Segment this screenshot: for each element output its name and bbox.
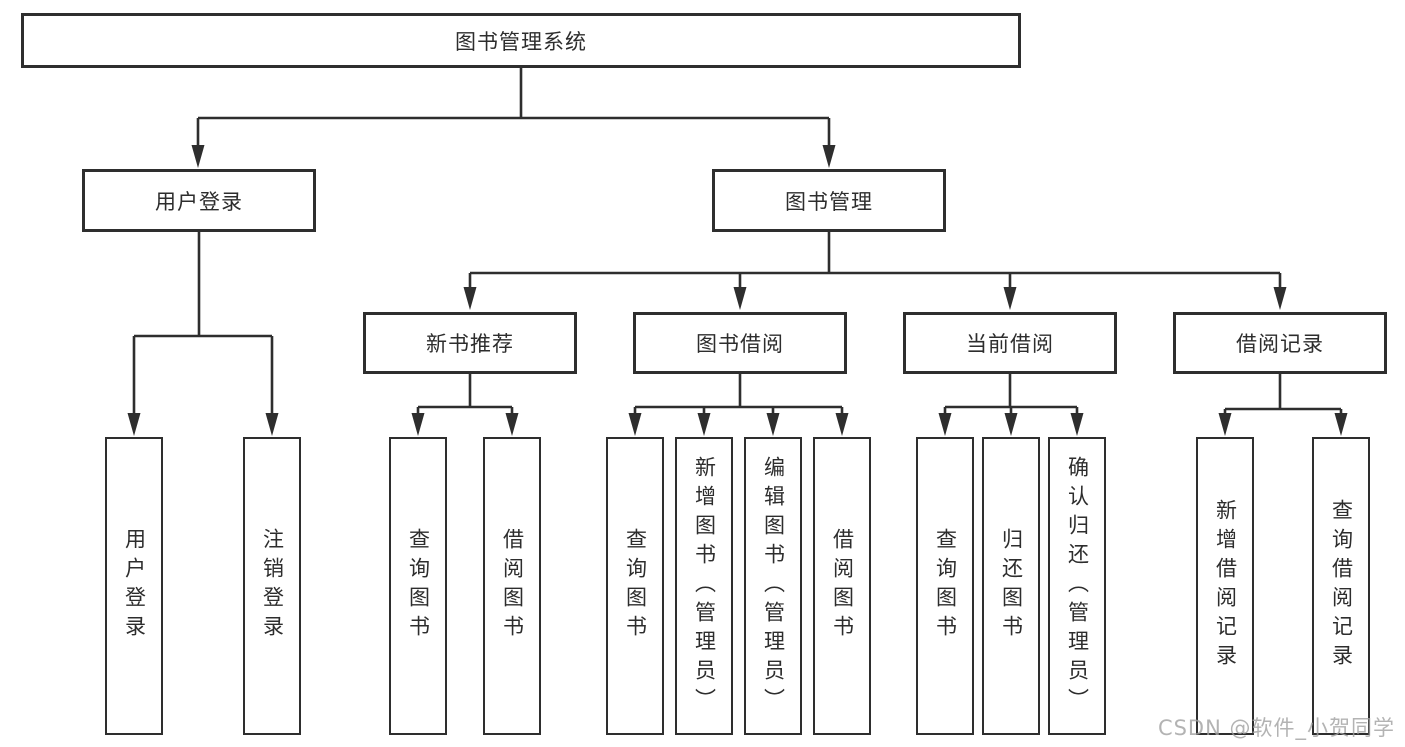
leaf-return-books: 归还图书 bbox=[982, 437, 1040, 735]
leaf-edit-books-admin: 编辑图书（管理员） bbox=[744, 437, 802, 735]
leaf-add-books-admin-label: 新增图书（管理员） bbox=[692, 455, 717, 717]
node-borrow-records-label: 借阅记录 bbox=[1236, 332, 1324, 356]
leaf-borrow-query-books-label: 查询图书 bbox=[623, 528, 648, 644]
leaf-add-borrow-record-label: 新增借阅记录 bbox=[1213, 499, 1238, 673]
node-new-book-recommend-label: 新书推荐 bbox=[426, 332, 514, 356]
node-borrow-records: 借阅记录 bbox=[1173, 312, 1387, 374]
leaf-edit-books-admin-label: 编辑图书（管理员） bbox=[761, 455, 786, 717]
node-new-book-recommend: 新书推荐 bbox=[363, 312, 577, 374]
leaf-logout-label: 注销登录 bbox=[260, 528, 285, 644]
node-user-login-label: 用户登录 bbox=[155, 189, 243, 214]
arrowhead-down-icon bbox=[1003, 287, 1017, 310]
leaf-recommend-query-books-label: 查询图书 bbox=[406, 528, 431, 644]
leaf-add-borrow-record: 新增借阅记录 bbox=[1196, 437, 1254, 735]
leaf-add-books-admin: 新增图书（管理员） bbox=[675, 437, 733, 735]
connector-new-book-recommend-children bbox=[411, 374, 519, 436]
leaf-logout: 注销登录 bbox=[243, 437, 301, 735]
csdn-watermark: CSDN @软件_小贺同学 bbox=[1157, 716, 1395, 740]
connector-borrow-records-children bbox=[1218, 374, 1348, 436]
connector-book-borrow-children bbox=[628, 374, 849, 436]
arrowhead-down-icon bbox=[938, 413, 952, 436]
leaf-query-borrow-record: 查询借阅记录 bbox=[1312, 437, 1370, 735]
arrowhead-down-icon bbox=[835, 413, 849, 436]
node-user-login: 用户登录 bbox=[82, 169, 316, 232]
arrowhead-down-icon bbox=[1334, 413, 1348, 436]
arrowhead-down-icon bbox=[265, 413, 279, 436]
connector-root-to-level1 bbox=[191, 68, 836, 168]
leaf-recommend-query-books: 查询图书 bbox=[389, 437, 447, 735]
arrowhead-down-icon bbox=[733, 287, 747, 310]
arrowhead-down-icon bbox=[628, 413, 642, 436]
arrowhead-down-icon bbox=[463, 287, 477, 310]
arrowhead-down-icon bbox=[1273, 287, 1287, 310]
arrowhead-down-icon bbox=[697, 413, 711, 436]
arrowhead-down-icon bbox=[1070, 413, 1084, 436]
leaf-current-query-books-label: 查询图书 bbox=[933, 528, 958, 644]
node-book-management: 图书管理 bbox=[712, 169, 946, 232]
leaf-confirm-return-admin: 确认归还（管理员） bbox=[1048, 437, 1106, 735]
node-book-borrow-label: 图书借阅 bbox=[696, 332, 784, 356]
connector-current-borrow-children bbox=[938, 374, 1084, 436]
leaf-current-query-books: 查询图书 bbox=[916, 437, 974, 735]
leaf-borrow-books: 借阅图书 bbox=[813, 437, 871, 735]
leaf-query-borrow-record-label: 查询借阅记录 bbox=[1329, 499, 1354, 673]
arrowhead-down-icon bbox=[766, 413, 780, 436]
connector-user-login-to-children bbox=[127, 232, 279, 436]
node-current-borrow: 当前借阅 bbox=[903, 312, 1117, 374]
node-root-label: 图书管理系统 bbox=[455, 29, 587, 54]
leaf-confirm-return-admin-label: 确认归还（管理员） bbox=[1065, 455, 1090, 717]
node-current-borrow-label: 当前借阅 bbox=[966, 332, 1054, 356]
leaf-return-books-label: 归还图书 bbox=[999, 528, 1024, 644]
arrowhead-down-icon bbox=[411, 413, 425, 436]
arrowhead-down-icon bbox=[127, 413, 141, 436]
arrowhead-down-icon bbox=[505, 413, 519, 436]
leaf-borrow-query-books: 查询图书 bbox=[606, 437, 664, 735]
connector-book-management-to-level3 bbox=[463, 232, 1287, 310]
node-book-borrow: 图书借阅 bbox=[633, 312, 847, 374]
leaf-recommend-borrow-books-label: 借阅图书 bbox=[500, 528, 525, 644]
leaf-borrow-books-label: 借阅图书 bbox=[830, 528, 855, 644]
node-book-management-label: 图书管理 bbox=[785, 189, 873, 214]
leaf-recommend-borrow-books: 借阅图书 bbox=[483, 437, 541, 735]
arrowhead-down-icon bbox=[191, 145, 205, 168]
arrowhead-down-icon bbox=[822, 145, 836, 168]
arrowhead-down-icon bbox=[1004, 413, 1018, 436]
arrowhead-down-icon bbox=[1218, 413, 1232, 436]
leaf-user-login-label: 用户登录 bbox=[122, 528, 147, 644]
leaf-user-login: 用户登录 bbox=[105, 437, 163, 735]
node-root: 图书管理系统 bbox=[21, 13, 1021, 68]
